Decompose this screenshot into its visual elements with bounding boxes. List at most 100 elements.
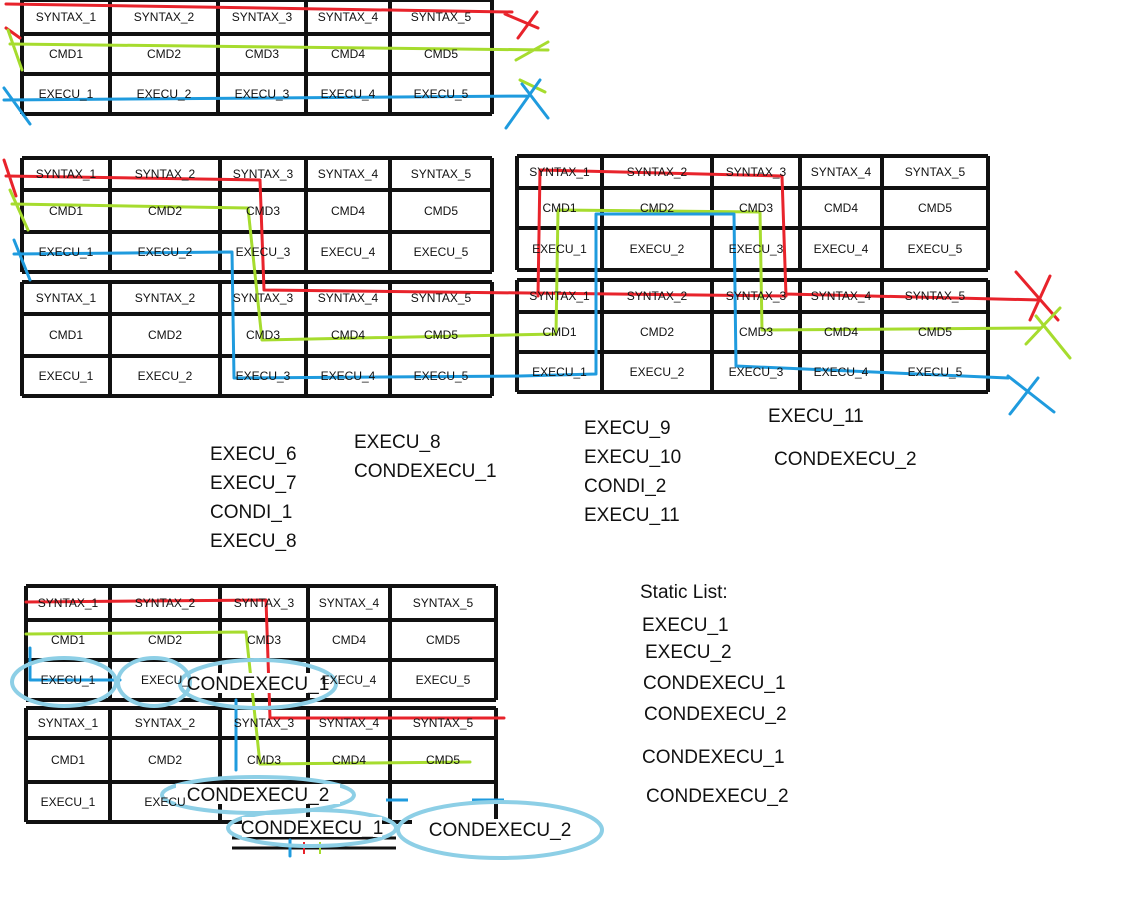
table-cell-text: EXECU_3 xyxy=(236,369,291,383)
static-list-item: CONDEXECU_1 xyxy=(642,747,785,768)
table-cell-text: SYNTAX_4 xyxy=(811,165,872,179)
table-cell-text: SYNTAX_1 xyxy=(36,10,97,24)
table-cell-text: EXECU_2 xyxy=(630,242,685,256)
table-cell-text: CMD5 xyxy=(918,201,952,215)
table-cell-text: CMD1 xyxy=(51,633,85,647)
table-cell-text: EXECU_1 xyxy=(39,369,94,383)
text-group-1: EXECU_6 EXECU_7 CONDI_1 EXECU_8 xyxy=(210,440,297,556)
table-cell-text: SYNTAX_2 xyxy=(627,165,688,179)
text-group-2: EXECU_8 CONDEXECU_1 xyxy=(354,428,497,486)
static-list-item: EXECU_2 xyxy=(645,642,732,663)
table-cell-text: CMD3 xyxy=(247,753,281,767)
table-cell-text: CMD1 xyxy=(542,201,576,215)
table-cell-text: EXECU_5 xyxy=(416,673,471,687)
table-cell-text: EXECU_2 xyxy=(138,369,193,383)
table-cell-text: CMD5 xyxy=(426,753,460,767)
table-cell-text: CMD5 xyxy=(424,47,458,61)
table-cell-text: EXECU_1 xyxy=(41,795,96,809)
cmd-path-top xyxy=(6,28,550,94)
table-cell-text: EXECU_5 xyxy=(414,87,469,101)
cmd-path-bottom xyxy=(24,630,472,766)
text-line: EXECU_9 xyxy=(584,418,671,439)
static-list-title: Static List: xyxy=(640,582,728,603)
condition-circle xyxy=(116,656,192,708)
table-cell-text: CMD3 xyxy=(245,47,279,61)
table-cell-text: SYNTAX_4 xyxy=(318,291,379,305)
text-line: EXECU_8 xyxy=(354,432,441,453)
table-cell-text: CMD5 xyxy=(424,328,458,342)
bubble-background xyxy=(242,817,382,837)
table-cell-text: EXECU_5 xyxy=(414,245,469,259)
table-cell-text: EXECU_1 xyxy=(532,242,587,256)
table-cell-text: EXECU_1 xyxy=(532,365,587,379)
text-line: CONDI_1 xyxy=(210,502,293,523)
table-cell-text: SYNTAX_2 xyxy=(135,716,196,730)
table-cell-text: SYNTAX_2 xyxy=(134,10,195,24)
condition-circle xyxy=(396,800,604,860)
table-cell-text: SYNTAX_3 xyxy=(234,596,295,610)
table-top xyxy=(20,0,494,116)
table-cell-text: EXECU_4 xyxy=(321,369,376,383)
table-cell-text: CMD2 xyxy=(148,753,182,767)
text-line: EXECU_6 xyxy=(210,444,297,465)
table-cell-text: CMD3 xyxy=(739,201,773,215)
table-cell-text: CMD2 xyxy=(640,325,674,339)
table-cell-text: SYNTAX_2 xyxy=(135,596,196,610)
table-cell-text: SYNTAX_1 xyxy=(529,165,590,179)
table-cell-text: CMD4 xyxy=(331,47,365,61)
table-cell-text: SYNTAX_4 xyxy=(319,716,380,730)
table-cell-text: EXECU_4 xyxy=(321,245,376,259)
table-cell-text: SYNTAX_3 xyxy=(233,291,294,305)
table-cell-text: CMD1 xyxy=(49,204,83,218)
table-cell-text: EXECU xyxy=(144,795,185,809)
table-cell-text: CMD5 xyxy=(426,633,460,647)
condition-bubble-label: CONDEXECU_1 xyxy=(241,818,384,839)
table-cell-text: CMD4 xyxy=(331,328,365,342)
table-cell-text: EXECU_1 xyxy=(41,673,96,687)
table-cell-text: CMD5 xyxy=(424,204,458,218)
table-cell-text: SYNTAX_5 xyxy=(413,716,474,730)
condition-bubble-label: CONDEXECU_2 xyxy=(429,820,572,841)
text-line: CONDI_2 xyxy=(584,476,667,497)
table-cell-text: CMD4 xyxy=(824,325,858,339)
condition-bubble-label: CONDEXECU_1 xyxy=(187,674,330,695)
table-cell-text: CMD3 xyxy=(739,325,773,339)
table-cell-text: SYNTAX_4 xyxy=(318,10,379,24)
table-cell-text: SYNTAX_3 xyxy=(234,716,295,730)
table-cell-text: EXECU_4 xyxy=(814,242,869,256)
text-line: EXECU_10 xyxy=(584,447,682,468)
table-cell-text: EXECU_2 xyxy=(138,245,193,259)
table-cell-text: EXECU_5 xyxy=(908,242,963,256)
table-grids xyxy=(20,0,990,850)
table-cell-text: EXECU_3 xyxy=(235,87,290,101)
static-list-item: CONDEXECU_2 xyxy=(644,704,787,725)
table-cell-text: SYNTAX_5 xyxy=(905,165,966,179)
bubble-background xyxy=(194,673,322,693)
table-cell-text: SYNTAX_5 xyxy=(905,289,966,303)
text-group-4: EXECU_11 CONDEXECU_2 xyxy=(768,402,917,474)
text-line: EXECU_8 xyxy=(210,531,297,552)
table-cell-text: SYNTAX_1 xyxy=(36,291,97,305)
table-cell-text: EXECU_4 xyxy=(814,365,869,379)
table-cell-text: CMD1 xyxy=(49,328,83,342)
table-cell-text: CMD2 xyxy=(148,328,182,342)
table-cell-text: CMD2 xyxy=(147,47,181,61)
table-cell-text: EXECU_5 xyxy=(908,365,963,379)
execu-path-top xyxy=(2,78,550,130)
table-cell-text: SYNTAX_2 xyxy=(135,167,196,181)
table-cell-text: EXECU_2 xyxy=(630,365,685,379)
condition-bubble-label: CONDEXECU_2 xyxy=(187,785,330,806)
table-cell-text: SYNTAX_5 xyxy=(413,596,474,610)
table-cell-text: SYNTAX_5 xyxy=(411,167,472,181)
syntax-path-mid xyxy=(2,158,1060,322)
table-cell-text: SYNTAX_4 xyxy=(811,289,872,303)
table-cell-text: EXECU_4 xyxy=(321,87,376,101)
static-list-item: EXECU_1 xyxy=(642,615,729,636)
table-cell-text: CMD4 xyxy=(331,204,365,218)
table-cell-text: SYNTAX_1 xyxy=(38,716,99,730)
text-line: EXECU_11 xyxy=(584,505,680,526)
table-cell-text: CMD3 xyxy=(246,328,280,342)
